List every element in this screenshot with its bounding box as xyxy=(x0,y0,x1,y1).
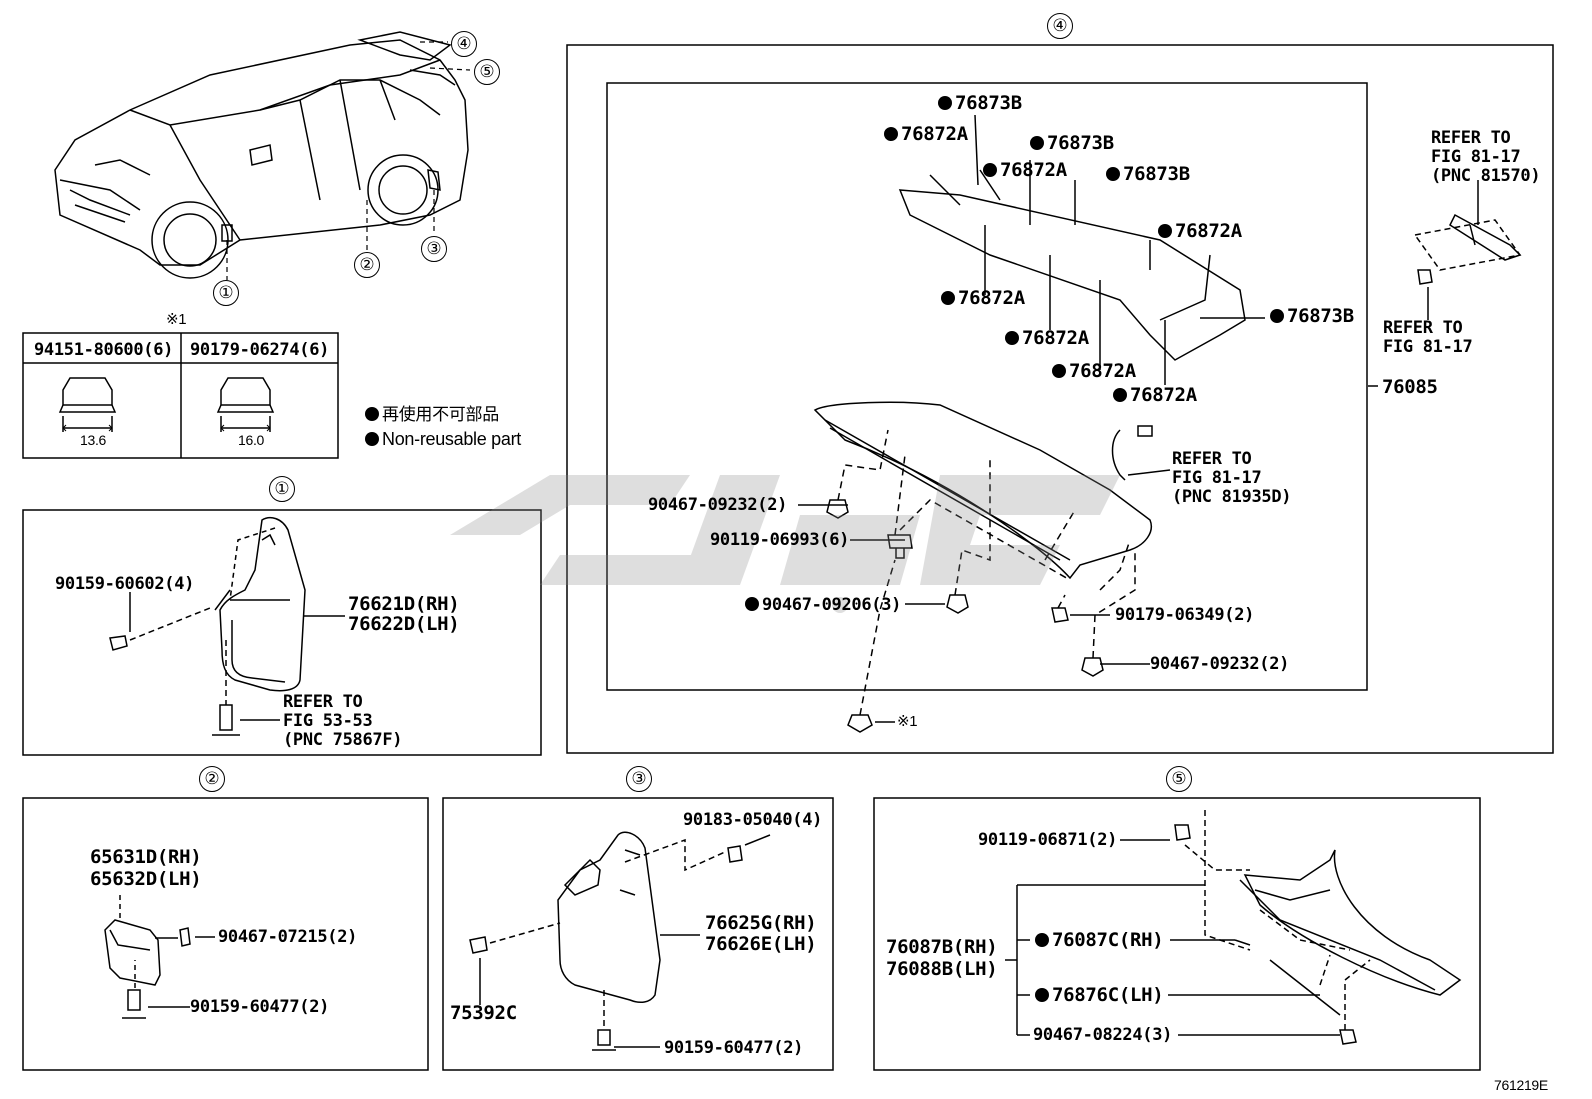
table-dim-1: 13.6 xyxy=(80,432,107,448)
s4-refer-top-1: REFER TO xyxy=(1431,128,1511,148)
s4-clip-a: 90467-09232(2) xyxy=(648,495,788,515)
s4-nut-ref: ※1 xyxy=(897,713,918,730)
section-3-number: ③ xyxy=(626,766,652,792)
s4-seal-5: 76873B xyxy=(1106,164,1190,184)
s1-mudguard-lh: 76622D(LH) xyxy=(348,613,460,635)
s4-refer-top-2: FIG 81-17 xyxy=(1431,147,1521,167)
s1-refer-2: FIG 53-53 xyxy=(283,711,373,731)
s1-mudguard-rh: 76621D(RH) xyxy=(348,593,460,615)
table-part-1: 94151-80600(6) xyxy=(34,340,174,360)
table-part-2: 90179-06274(6) xyxy=(190,340,330,360)
callout-1: ① xyxy=(213,280,239,306)
s4-clip-b: 90467-09206(3) xyxy=(745,595,901,615)
s4-grommet: 90119-06993(6) xyxy=(710,530,850,550)
s4-seal-1: 76873B xyxy=(938,93,1022,113)
callout-4: ④ xyxy=(451,31,477,57)
section-2-box xyxy=(22,797,429,1071)
s3-mudguard-rh: 76625G(RH) xyxy=(705,912,817,934)
s4-seal-9: 76872A xyxy=(1052,361,1136,381)
callout-3: ③ xyxy=(421,236,447,262)
nut-table xyxy=(22,332,339,459)
section-3-box xyxy=(442,797,834,1071)
s1-refer-3: (PNC 75867F) xyxy=(283,730,403,750)
s4-seal-7: 76872A xyxy=(941,288,1025,308)
s4-refer-mid-1: REFER TO xyxy=(1383,318,1463,338)
s4-seal-2: 76872A xyxy=(884,124,968,144)
s4-seal-11: 76873B xyxy=(1270,306,1354,326)
s4-seal-3: 76873B xyxy=(1030,133,1114,153)
s1-screw: 90159-60602(4) xyxy=(55,574,195,594)
callout-2: ② xyxy=(354,252,380,278)
section-2-number: ② xyxy=(199,766,225,792)
s4-refer-wire-2: FIG 81-17 xyxy=(1172,468,1262,488)
legend-japanese: 再使用不可部品 xyxy=(365,405,499,425)
drawing-code: 761219E xyxy=(1494,1077,1548,1093)
s4-seal-8: 76872A xyxy=(1005,328,1089,348)
s4-refer-mid-2: FIG 81-17 xyxy=(1383,337,1473,357)
s5-cover-rh: 76087B(RH) xyxy=(886,936,998,958)
s4-refer-wire-3: (PNC 81935D) xyxy=(1172,487,1292,507)
s5-cover-lh: 76088B(LH) xyxy=(886,958,998,980)
section-1-box xyxy=(22,509,542,756)
section-4-number: ④ xyxy=(1047,13,1073,39)
s5-clip: 90467-08224(3) xyxy=(1033,1025,1173,1045)
legend-english: Non-reusable part xyxy=(365,429,521,449)
s4-seal-4: 76872A xyxy=(983,160,1067,180)
s2-part-rh: 65631D(RH) xyxy=(90,846,202,868)
s2-part-lh: 65632D(LH) xyxy=(90,868,202,890)
section-1-number: ① xyxy=(269,476,295,502)
s5-screw: 90119-06871(2) xyxy=(978,830,1118,850)
s2-screw: 90159-60477(2) xyxy=(190,997,330,1017)
s5-seal-lh: 76876C(LH) xyxy=(1035,985,1164,1005)
s4-assembly: 76085 xyxy=(1382,376,1438,398)
table-dim-2: 16.0 xyxy=(238,432,265,448)
s2-clip: 90467-07215(2) xyxy=(218,927,358,947)
overview-leaders xyxy=(226,41,471,280)
s1-refer-1: REFER TO xyxy=(283,692,363,712)
s3-screw: 90159-60477(2) xyxy=(664,1038,804,1058)
table-ref-mark: ※1 xyxy=(166,311,187,328)
section-4-box xyxy=(566,44,1554,754)
callout-5: ⑤ xyxy=(474,59,500,85)
s3-bolt: 75392C xyxy=(450,1002,517,1024)
s4-nut: 90179-06349(2) xyxy=(1115,605,1255,625)
section-5-number: ⑤ xyxy=(1166,766,1192,792)
s4-clip-c: 90467-09232(2) xyxy=(1150,654,1290,674)
s3-mudguard-lh: 76626E(LH) xyxy=(705,933,817,955)
s4-refer-top-3: (PNC 81570) xyxy=(1431,166,1541,186)
section-5-box xyxy=(873,797,1481,1071)
s4-seal-10: 76872A xyxy=(1113,385,1197,405)
watermark-logo xyxy=(450,475,1120,613)
vehicle-illustration xyxy=(54,31,469,279)
s4-refer-wire-1: REFER TO xyxy=(1172,449,1252,469)
s4-seal-6: 76872A xyxy=(1158,221,1242,241)
s5-seal-rh: 76087C(RH) xyxy=(1035,930,1164,950)
s3-nut: 90183-05040(4) xyxy=(683,810,823,830)
